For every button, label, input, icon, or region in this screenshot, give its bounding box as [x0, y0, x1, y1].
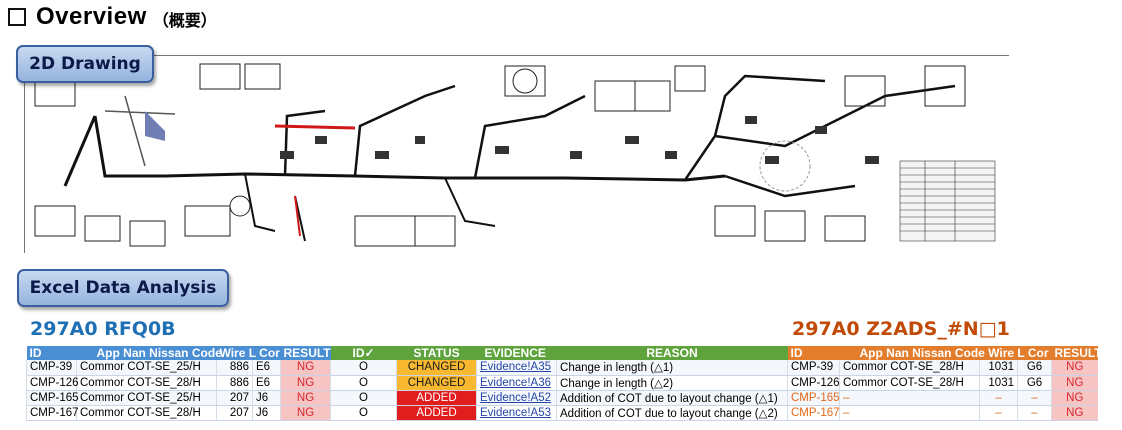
left-analysis-table: ID App Nan Nissan Code Wire L Cor RESULT…: [26, 346, 788, 421]
page-title: Overview （概要）: [8, 2, 217, 32]
cell-code: Commor COT-SE_25/H: [76, 360, 217, 376]
right-analysis-table: ID App Nan Nissan Code Wire L Cor RESULT…: [787, 346, 1102, 421]
cell-code: Commor COT-SE_28/H: [839, 375, 980, 391]
table-row: CMP-126 Commor COT-SE_28/H 886 E6 NG O C…: [26, 375, 788, 391]
col-id: ID: [26, 346, 77, 360]
cell-length: 1031: [979, 360, 1018, 376]
table-row: CMP-165 – – – NG: [787, 390, 1098, 406]
cell-code: –: [839, 405, 980, 421]
cell-length: –: [979, 390, 1018, 406]
table-row: CMP-165 Commor COT-SE_25/H 207 J6 NG O A…: [26, 390, 788, 406]
cell-cor: J6: [251, 390, 281, 406]
cell-id: CMP-126: [787, 375, 840, 391]
cell-length: 886: [216, 360, 253, 376]
cell-reason: Addition of COT due to layout change (△2…: [556, 405, 788, 421]
left-table-heading: 297A0 RFQ0B: [30, 318, 176, 340]
cell-reason: Change in length (△1): [556, 360, 788, 376]
table-row: CMP-39 Commor COT-SE_28/H 1031 G6 NG: [787, 360, 1098, 376]
cell-result: NG: [280, 375, 331, 391]
cell-id: CMP-165: [26, 390, 79, 406]
table-header-row: ID App Nan Nissan Code Wire L Cor RESULT…: [26, 346, 788, 360]
col-wire-length: Wire L Cor: [216, 346, 281, 360]
title-sub: （概要）: [152, 13, 217, 30]
right-table-heading: 297A0 Z2ADS_#N□1: [792, 318, 1010, 340]
cell-id: CMP-167: [787, 405, 840, 421]
evidence-link[interactable]: Evidence!A36: [476, 375, 557, 391]
cell-reason: Change in length (△2): [556, 375, 788, 391]
cell-result: NG: [1051, 405, 1098, 421]
table-row: CMP-167 – – – NG: [787, 405, 1098, 421]
cell-id: CMP-126: [26, 375, 79, 391]
cell-result: NG: [1051, 390, 1098, 406]
col-nissan-code: App Nan Nissan Code: [839, 346, 985, 360]
cell-length: 207: [216, 405, 253, 421]
cell-id-check: O: [330, 390, 397, 406]
harness-drawing-image: [24, 55, 1010, 254]
table-row: CMP-167 Commor COT-SE_28/H 207 J6 NG O A…: [26, 405, 788, 421]
cell-cor: G6: [1016, 360, 1052, 376]
cell-length: –: [979, 405, 1018, 421]
cell-code: Commor COT-SE_28/H: [839, 360, 980, 376]
cell-cor: –: [1016, 390, 1052, 406]
cell-length: 1031: [979, 375, 1018, 391]
cell-code: Commor COT-SE_25/H: [76, 390, 217, 406]
evidence-link[interactable]: Evidence!A53: [476, 405, 557, 421]
table-row: CMP-126 Commor COT-SE_28/H 1031 G6 NG: [787, 375, 1098, 391]
cell-reason: Addition of COT due to layout change (△1…: [556, 390, 788, 406]
title-main: Overview: [36, 3, 147, 30]
cell-status: ADDED: [396, 390, 477, 406]
cell-status: ADDED: [396, 405, 477, 421]
col-result: RESULT: [1051, 346, 1102, 360]
cell-result: NG: [1051, 360, 1098, 376]
cell-status: CHANGED: [396, 375, 477, 391]
cell-result: NG: [1051, 375, 1098, 391]
col-nissan-code: App Nan Nissan Code: [76, 346, 222, 360]
cell-id-check: O: [330, 405, 397, 421]
cell-id: CMP-167: [26, 405, 79, 421]
cell-id-check: O: [330, 360, 397, 376]
cell-code: Commor COT-SE_28/H: [76, 405, 217, 421]
col-reason: REASON: [556, 346, 788, 360]
col-wire-length: Wire L Cor: [979, 346, 1052, 360]
col-evidence: EVIDENCE: [476, 346, 557, 360]
drawing-svg: [25, 56, 1010, 254]
cell-code: –: [839, 390, 980, 406]
cell-cor: E6: [251, 375, 281, 391]
excel-analysis-label: Excel Data Analysis: [17, 269, 229, 307]
col-result: RESULT: [280, 346, 331, 360]
checkbox-icon: [8, 8, 26, 26]
cell-id: CMP-165: [787, 390, 840, 406]
col-id-check: ID✓: [330, 346, 397, 360]
table-header-row: ID App Nan Nissan Code Wire L Cor RESULT: [787, 346, 1102, 360]
cell-length: 207: [216, 390, 253, 406]
cell-id: CMP-39: [787, 360, 840, 376]
cell-status: CHANGED: [396, 360, 477, 376]
cell-result: NG: [280, 405, 331, 421]
evidence-link[interactable]: Evidence!A35: [476, 360, 557, 376]
cell-id: CMP-39: [26, 360, 77, 376]
table-row: CMP-39 Commor COT-SE_25/H 886 E6 NG O CH…: [26, 360, 788, 376]
cell-result: NG: [280, 360, 331, 376]
cell-cor: J6: [251, 405, 281, 421]
cell-result: NG: [280, 390, 331, 406]
col-id: ID: [787, 346, 840, 360]
drawing-label: 2D Drawing: [16, 45, 154, 83]
evidence-link[interactable]: Evidence!A52: [476, 390, 557, 406]
cell-cor: E6: [251, 360, 281, 376]
cell-id-check: O: [330, 375, 397, 391]
cell-length: 886: [216, 375, 253, 391]
col-status: STATUS: [396, 346, 477, 360]
cell-cor: G6: [1016, 375, 1052, 391]
cell-code: Commor COT-SE_28/H: [76, 375, 217, 391]
cell-cor: –: [1016, 405, 1052, 421]
